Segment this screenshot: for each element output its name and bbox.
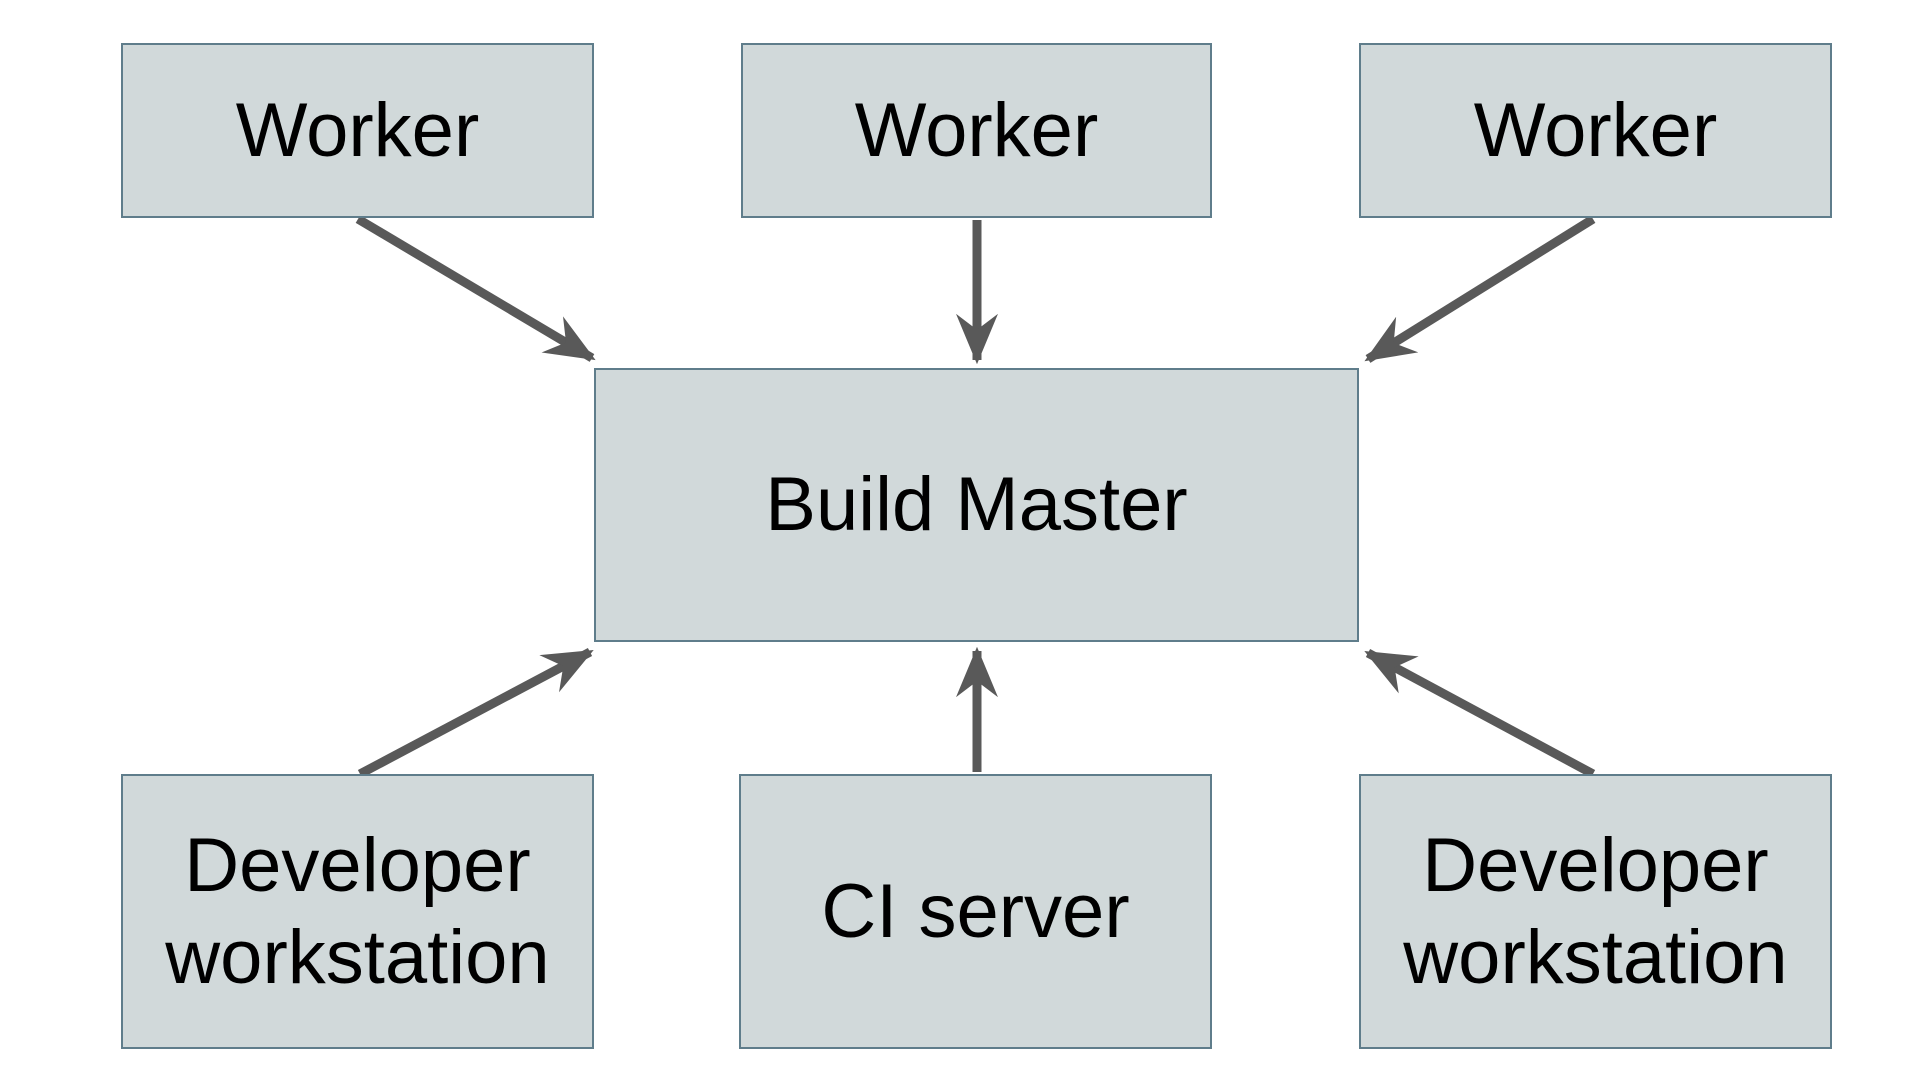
- node-worker-2-label: Worker: [854, 87, 1099, 173]
- edge-worker3-to-buildmaster: [1364, 215, 1596, 363]
- node-developer-workstation-left-label: Developer workstation: [165, 823, 550, 1000]
- node-ci-server-label: CI server: [821, 868, 1130, 954]
- node-build-master: Build Master: [594, 368, 1359, 642]
- node-worker-1-label: Worker: [235, 87, 480, 173]
- edge-devleft-to-buildmaster: [357, 648, 594, 778]
- node-developer-workstation-left: Developer workstation: [121, 774, 594, 1049]
- node-developer-workstation-right: Developer workstation: [1359, 774, 1832, 1049]
- node-ci-server: CI server: [739, 774, 1212, 1049]
- node-developer-workstation-right-label: Developer workstation: [1403, 823, 1788, 1000]
- edge-worker1-to-buildmaster: [355, 215, 596, 362]
- edge-devright-to-buildmaster: [1364, 649, 1596, 778]
- node-worker-3: Worker: [1359, 43, 1832, 218]
- node-build-master-label: Build Master: [765, 462, 1188, 548]
- node-worker-2: Worker: [741, 43, 1212, 218]
- node-worker-3-label: Worker: [1473, 87, 1718, 173]
- node-worker-1: Worker: [121, 43, 594, 218]
